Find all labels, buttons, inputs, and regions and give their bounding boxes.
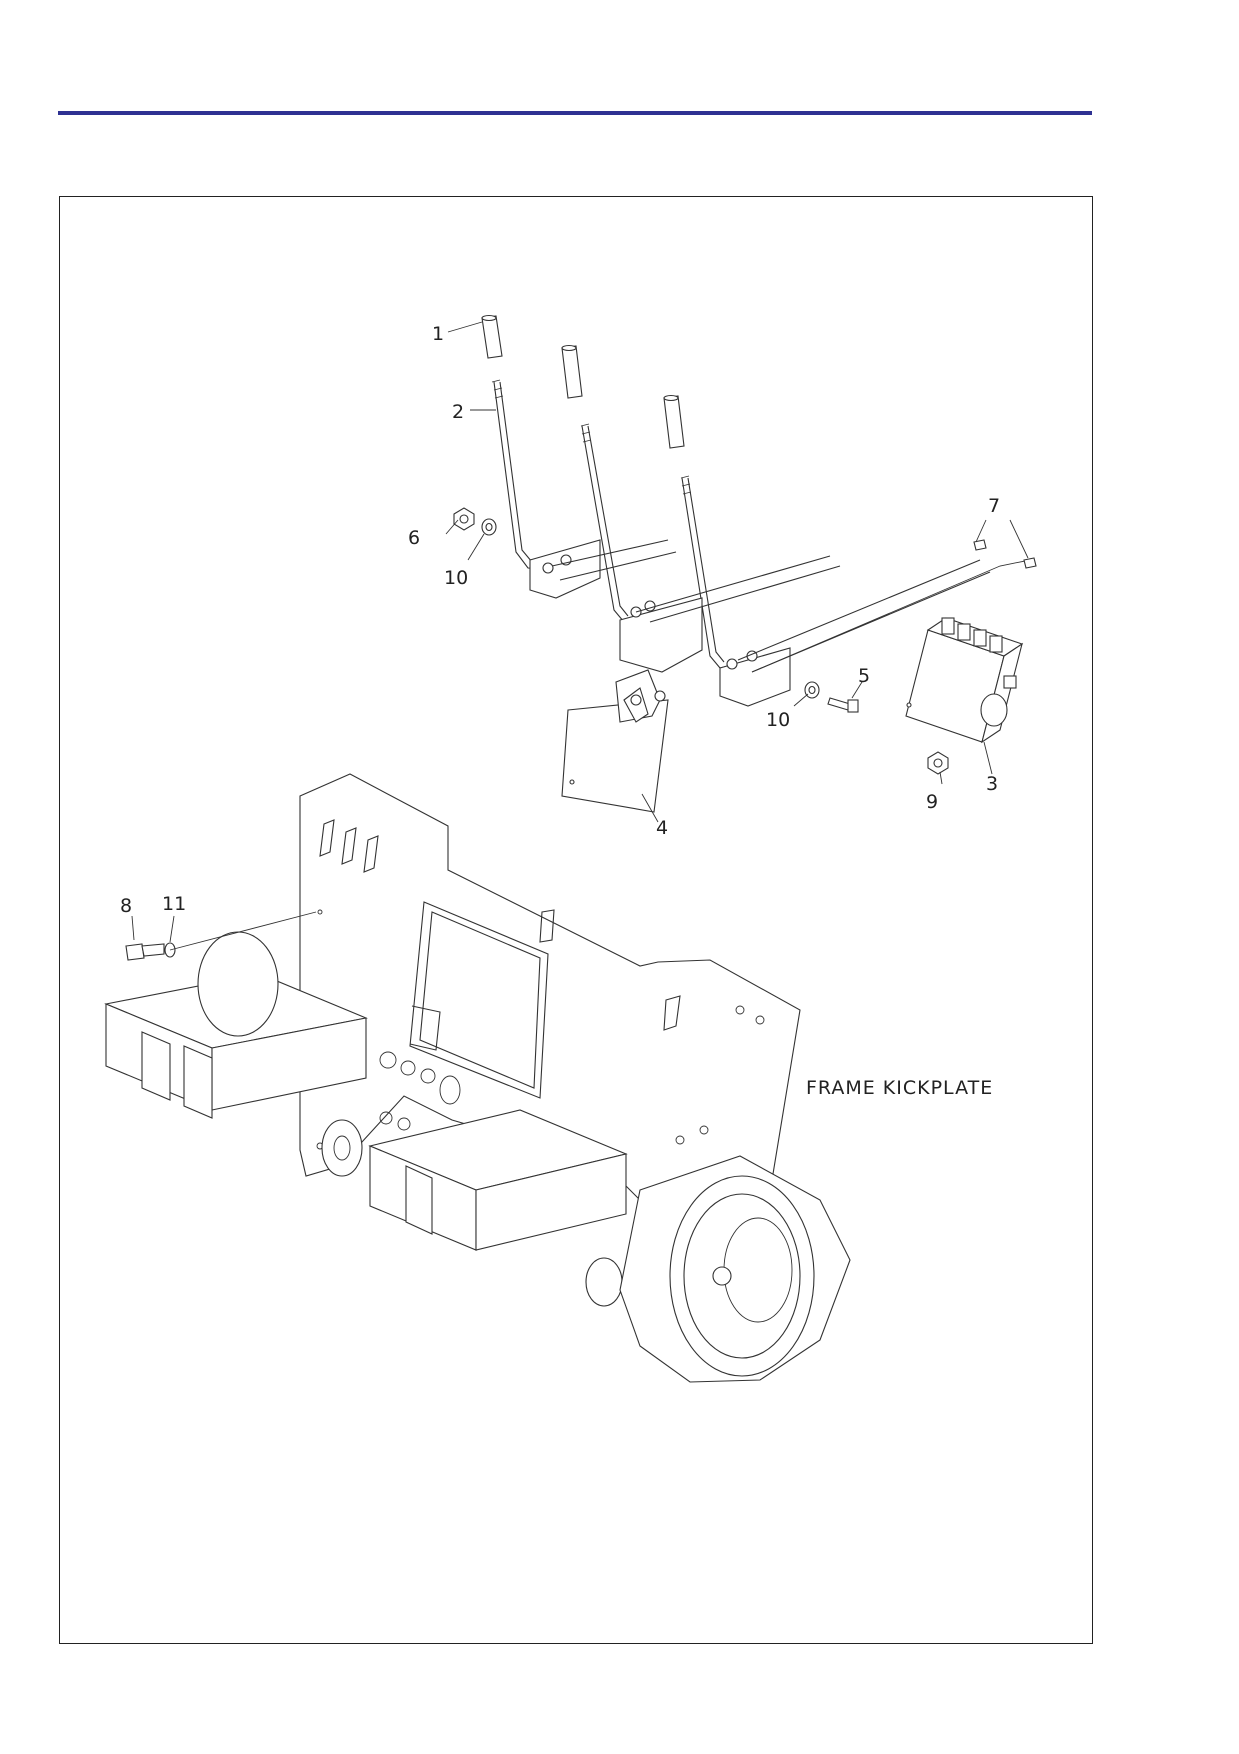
control-valve bbox=[905, 617, 1024, 744]
callout-7: 7 bbox=[988, 495, 1000, 517]
lever-knobs bbox=[481, 314, 685, 449]
leader-lines bbox=[131, 321, 1029, 951]
callout-3: 3 bbox=[986, 773, 998, 795]
callout-4: 4 bbox=[656, 817, 668, 839]
callout-5: 5 bbox=[858, 665, 870, 687]
lever-brackets bbox=[529, 539, 791, 707]
callout-9: 9 bbox=[926, 791, 938, 813]
callout-10-lower: 10 bbox=[766, 709, 790, 731]
callout-8: 8 bbox=[120, 895, 132, 917]
callout-2: 2 bbox=[452, 401, 464, 423]
mounting-plate bbox=[561, 669, 669, 813]
callout-6: 6 bbox=[408, 527, 420, 549]
hardware bbox=[125, 507, 1037, 961]
callout-11: 11 bbox=[162, 893, 186, 915]
header-rule bbox=[58, 111, 1092, 115]
callout-1: 1 bbox=[432, 323, 444, 345]
frame-kickplate-label: FRAME KICKPLATE bbox=[806, 1077, 993, 1099]
pivot-shafts bbox=[551, 539, 1031, 673]
diagram-frame bbox=[59, 196, 1093, 1644]
callout-labels: 1 2 7 6 10 5 10 3 9 4 8 11 FRAME KICKPLA… bbox=[120, 323, 1000, 1099]
frame-kickplate bbox=[104, 773, 851, 1383]
callout-10-upper: 10 bbox=[444, 567, 468, 589]
